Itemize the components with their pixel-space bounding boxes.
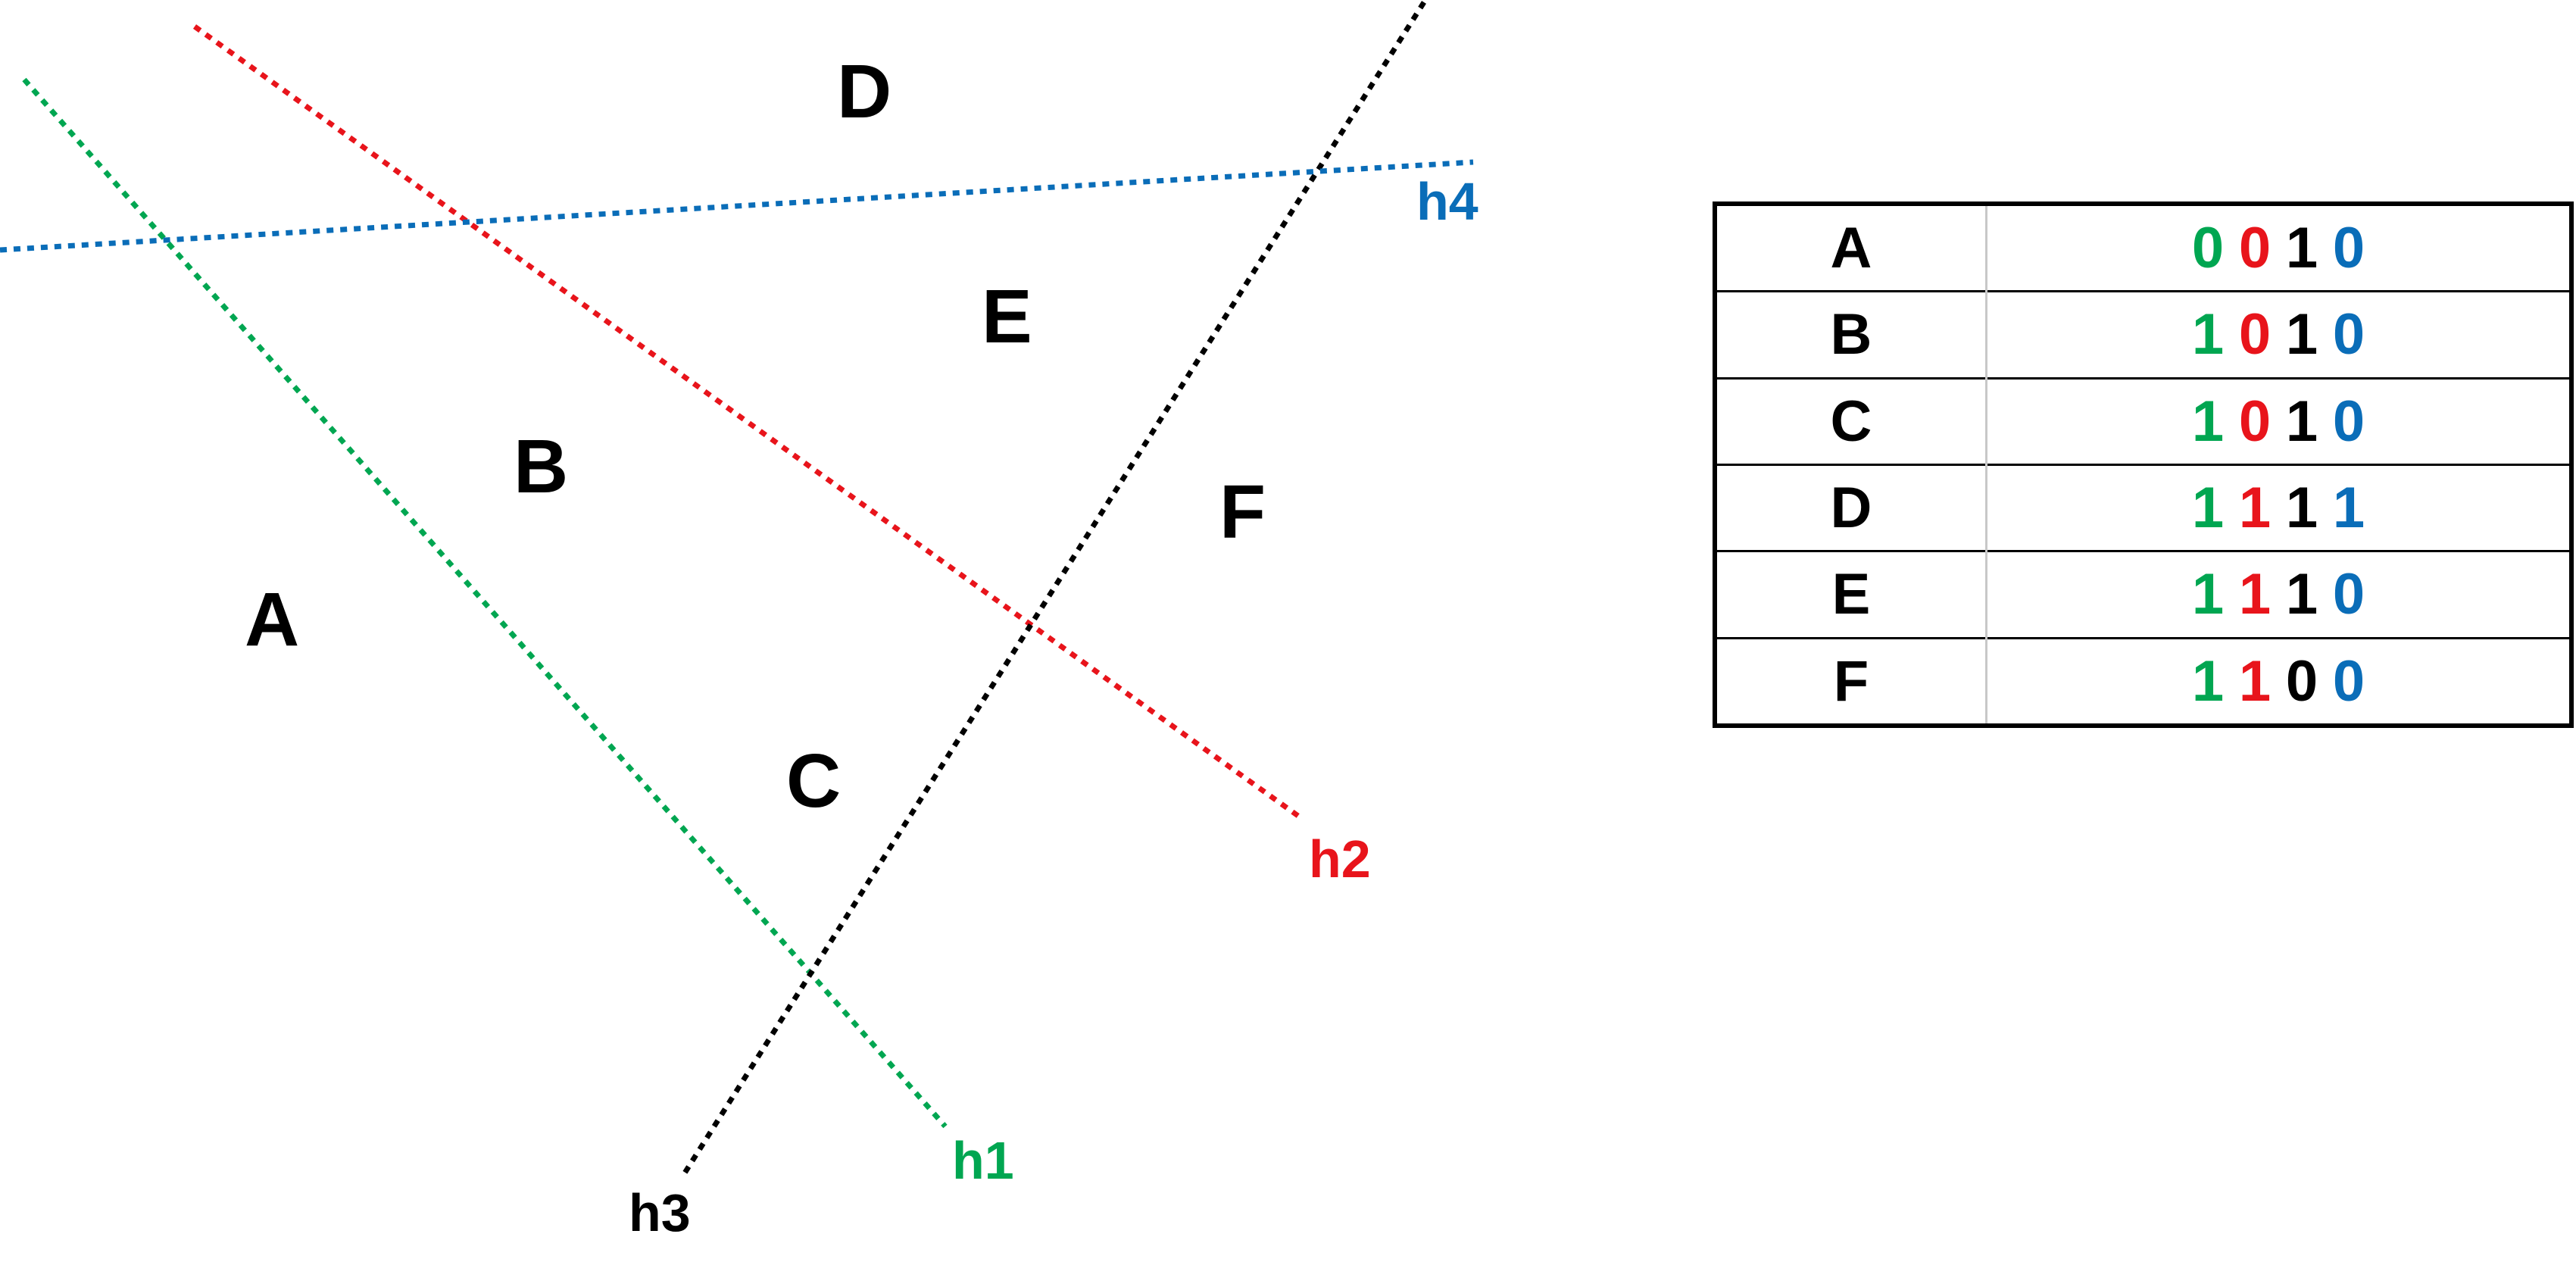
code-bit-h4: 0 bbox=[2332, 389, 2365, 454]
region-f-label: F bbox=[1219, 470, 1266, 554]
code-bit-h2: 0 bbox=[2238, 302, 2272, 367]
code-bit-h2: 1 bbox=[2238, 476, 2272, 541]
code-bit-h1: 1 bbox=[2191, 302, 2225, 367]
code-bit-h2: 1 bbox=[2238, 562, 2272, 627]
region-d-label: D bbox=[837, 49, 891, 134]
table-region-cell: E bbox=[1715, 550, 1987, 639]
table-region-cell: D bbox=[1715, 463, 1987, 551]
code-bit-h4: 1 bbox=[2332, 476, 2365, 541]
region-b-label: B bbox=[514, 424, 568, 509]
hyperplane-h3-line bbox=[682, 1, 1426, 1176]
code-bit-h1: 1 bbox=[2191, 476, 2225, 541]
code-bit-h3: 1 bbox=[2285, 389, 2318, 454]
hyperplane-h4-line bbox=[0, 159, 1474, 253]
code-bit-h3: 1 bbox=[2285, 216, 2318, 281]
code-bit-h1: 1 bbox=[2191, 562, 2225, 627]
code-bit-h3: 1 bbox=[2285, 302, 2318, 367]
code-bit-h1: 1 bbox=[2191, 648, 2225, 714]
hyperplane-h2-label: h2 bbox=[1309, 829, 1371, 889]
code-bit-h2: 0 bbox=[2238, 389, 2272, 454]
hyperplane-h3-label: h3 bbox=[629, 1183, 691, 1242]
code-bit-h4: 0 bbox=[2332, 216, 2365, 281]
code-bit-h3: 1 bbox=[2285, 476, 2318, 541]
region-c-label: C bbox=[786, 739, 841, 823]
region-e-label: E bbox=[982, 274, 1032, 359]
hyperplane-h4-label: h4 bbox=[1416, 172, 1478, 231]
code-bit-h2: 0 bbox=[2238, 216, 2272, 281]
code-bit-h4: 0 bbox=[2332, 648, 2365, 714]
hyperplane-h2-line bbox=[192, 24, 1304, 820]
code-bit-h1: 0 bbox=[2191, 216, 2225, 281]
table-region-cell: F bbox=[1715, 636, 1987, 726]
code-bit-h3: 1 bbox=[2285, 562, 2318, 627]
table-region-cell: A bbox=[1715, 204, 1987, 292]
code-bit-h4: 0 bbox=[2332, 302, 2365, 367]
region-a-label: A bbox=[245, 577, 299, 662]
code-bit-h2: 1 bbox=[2238, 648, 2272, 714]
code-bit-h4: 0 bbox=[2332, 562, 2365, 627]
hyperplane-h1-line bbox=[22, 77, 948, 1129]
code-bit-h1: 1 bbox=[2191, 389, 2225, 454]
table-region-cell: C bbox=[1715, 376, 1987, 465]
hyperplane-h1-label: h1 bbox=[952, 1131, 1014, 1190]
code-bit-h3: 0 bbox=[2285, 648, 2318, 714]
table-region-cell: B bbox=[1715, 290, 1987, 379]
